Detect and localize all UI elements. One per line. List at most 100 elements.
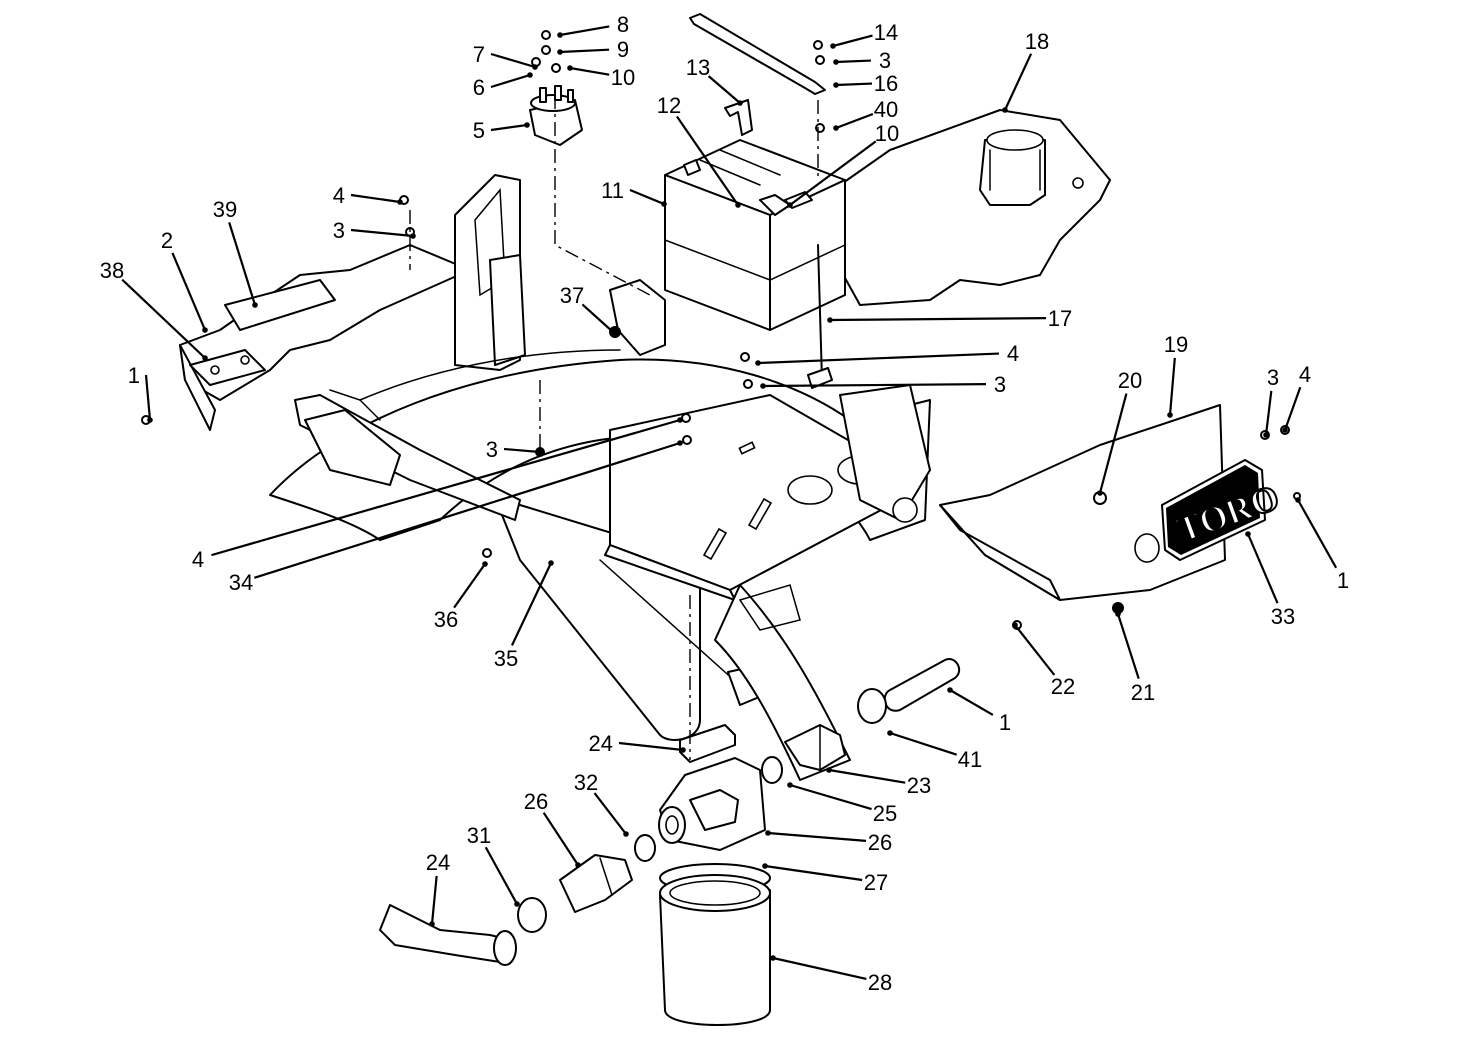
callout-label: 4 <box>333 183 345 208</box>
callout-leader <box>762 383 987 388</box>
callout-leader <box>121 278 206 359</box>
callout-24: 24 <box>589 731 686 756</box>
callout-label: 21 <box>1131 680 1155 705</box>
callout-dot <box>527 72 533 78</box>
solenoid <box>529 85 583 146</box>
callout-label: 10 <box>611 65 635 90</box>
callout-leader <box>1014 624 1056 676</box>
callout-leader <box>1297 499 1338 569</box>
callout-dot <box>833 125 839 131</box>
callout-label: 6 <box>473 75 485 100</box>
callout-leader <box>829 317 1047 322</box>
callout-leader <box>676 115 739 206</box>
callout-label: 18 <box>1025 29 1049 54</box>
callout-1: 1 <box>947 687 1011 735</box>
callout-dot <box>755 360 761 366</box>
callout-14: 14 <box>830 20 898 49</box>
callout-32: 32 <box>574 770 629 837</box>
callout-dot <box>762 863 768 869</box>
callout-leader <box>453 563 486 609</box>
callout-4: 4 <box>1282 362 1311 433</box>
callout-label: 25 <box>873 801 897 826</box>
callout-leader <box>559 25 610 37</box>
callout-label: 10 <box>875 121 899 146</box>
callout-dot <box>610 329 616 335</box>
callout-label: 37 <box>560 283 584 308</box>
callout-leader <box>828 768 906 784</box>
callout-leader <box>949 689 994 716</box>
callout-13: 13 <box>686 55 743 106</box>
callout-23: 23 <box>826 767 931 798</box>
callout-label: 38 <box>100 258 124 283</box>
callout-leader <box>629 188 665 206</box>
callout-dot <box>147 417 153 423</box>
callout-dot <box>677 440 683 446</box>
callout-label: 9 <box>617 37 629 62</box>
callout-1: 1 <box>128 363 153 423</box>
callout-dot <box>661 201 667 207</box>
callout-label: 41 <box>958 747 982 772</box>
callout-dot <box>557 32 563 38</box>
callout-leader <box>490 73 531 89</box>
callout-21: 21 <box>1115 611 1155 705</box>
callout-leader <box>593 792 627 835</box>
callout-label: 8 <box>617 12 629 37</box>
callout-leader <box>1283 386 1302 431</box>
callout-40: 40 <box>833 97 898 131</box>
callout-dot <box>830 43 836 49</box>
callout-dot <box>1282 427 1288 433</box>
callout-leader <box>1168 357 1176 416</box>
callout-leader <box>254 441 681 579</box>
battery <box>664 139 846 331</box>
callout-dot <box>524 122 530 128</box>
callout-dot <box>252 302 258 308</box>
callout-leader <box>1004 53 1033 111</box>
callout-dot <box>787 782 793 788</box>
callout-label: 2 <box>161 228 173 253</box>
callout-dot <box>826 767 832 773</box>
callout-label: 27 <box>864 870 888 895</box>
callout-dot <box>833 59 839 65</box>
callout-16: 16 <box>833 71 898 96</box>
callout-dot <box>202 327 208 333</box>
callout-3: 3 <box>760 372 1006 397</box>
callout-dot <box>557 49 563 55</box>
callout-dot <box>575 862 581 868</box>
callout-label: 22 <box>1051 674 1075 699</box>
callout-label: 39 <box>213 197 237 222</box>
callout-4: 4 <box>333 183 403 208</box>
callout-18: 18 <box>1002 29 1049 113</box>
callout-dot <box>887 730 893 736</box>
tank-mount-plate <box>834 109 1111 306</box>
callout-3: 3 <box>1263 365 1279 438</box>
callout-label: 24 <box>426 850 450 875</box>
callout-label: 40 <box>874 97 898 122</box>
callout-label: 13 <box>686 55 710 80</box>
callout-20: 20 <box>1097 368 1142 496</box>
callout-label: 17 <box>1048 306 1072 331</box>
callout-label: 5 <box>473 118 485 143</box>
callout-leader <box>144 374 152 421</box>
callout-8: 8 <box>557 12 629 38</box>
callout-1: 1 <box>1295 497 1349 593</box>
callout-leader <box>430 875 438 925</box>
callout-leader <box>789 140 877 206</box>
callout-dot <box>567 65 573 71</box>
callout-5: 5 <box>473 118 530 143</box>
callout-label: 3 <box>879 48 891 73</box>
callout-label: 16 <box>874 71 898 96</box>
callout-dot <box>514 901 520 907</box>
callout-24: 24 <box>426 850 450 927</box>
callout-dot <box>833 82 839 88</box>
callout-dot <box>1263 432 1269 438</box>
callout-dot <box>677 417 683 423</box>
callout-leader <box>211 418 681 557</box>
callout-dot <box>770 955 776 961</box>
callout-leader <box>789 783 872 811</box>
callout-label: 26 <box>524 789 548 814</box>
callout-leader <box>889 731 958 756</box>
callout-label: 36 <box>434 607 458 632</box>
callout-3: 3 <box>833 48 891 73</box>
callout-dot <box>482 561 488 567</box>
callout-leader <box>350 228 414 238</box>
